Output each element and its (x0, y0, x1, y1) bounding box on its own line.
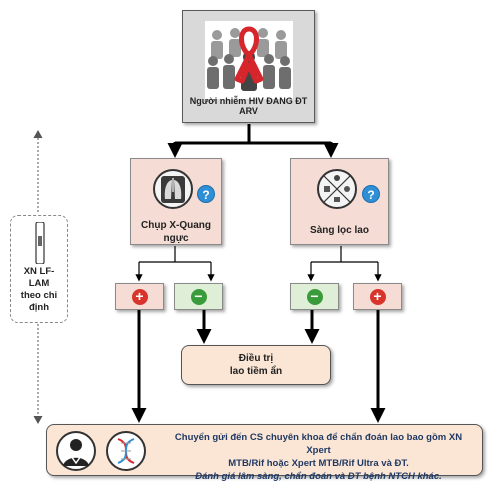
minus-icon: − (306, 288, 323, 305)
tb-screening-box: ? Sàng lọc lao (290, 158, 389, 245)
lf-lam-box: XN LF- LAM theo chỉ định (10, 215, 68, 323)
side-range-line (33, 129, 43, 425)
lf-lam-line3: theo chỉ (20, 290, 58, 301)
hiv-patient-box: Người nhiễm HIV ĐANG ĐT ARV (182, 10, 315, 123)
lf-lam-label: XN LF- LAM theo chỉ định (11, 266, 67, 314)
referral-text: Chuyển gửi đến CS chuyên khoa để chẩn đo… (163, 431, 474, 483)
result-arrows (131, 310, 386, 423)
test-strip-icon (35, 222, 45, 264)
doctor-icon (56, 431, 96, 471)
lf-lam-line1: XN LF- (23, 266, 55, 277)
chest-xray-label: Chụp X-Quang ngực (131, 219, 221, 245)
lungs-icon (153, 169, 193, 209)
chest-xray-label-line1: Chụp X-Quang (141, 220, 211, 231)
treatment-line2: lao tiềm ẩn (229, 366, 283, 377)
screening-help-icon[interactable]: ? (362, 185, 380, 203)
tb-screening-label: Sàng lọc lao (310, 225, 369, 236)
plus-icon: + (131, 288, 148, 305)
referral-line2: MTB/Rif hoặc Xpert MTB/Rif Ultra và ĐT. (228, 458, 409, 469)
latent-tb-treatment-box: Điều trị lao tiềm ẩn (181, 345, 331, 385)
chest-xray-box: ? Chụp X-Quang ngực (130, 158, 222, 245)
hiv-patient-label: Người nhiễm HIV ĐANG ĐT ARV (189, 96, 308, 116)
xray-branch-arrows (135, 246, 215, 282)
referral-box: Chuyển gửi đến CS chuyên khoa để chẩn đo… (46, 424, 483, 482)
treatment-line1: Điều trị (238, 353, 274, 364)
chest-xray-label-line2: ngực (163, 233, 189, 244)
screening-positive-box: + (353, 283, 402, 310)
referral-line1: Chuyển gửi đến CS chuyên khoa để chẩn đo… (174, 432, 463, 456)
referral-line3: Đánh giá lâm sàng, chẩn đoán và ĐT bệnh … (195, 471, 442, 482)
top-branch-arrows (167, 124, 339, 158)
plus-icon: + (369, 288, 386, 305)
screening-branch-arrows (307, 246, 382, 282)
dna-icon (106, 431, 146, 471)
minus-icon: − (190, 288, 207, 305)
xray-positive-box: + (115, 283, 164, 310)
people-ribbon-icon (205, 21, 293, 99)
lf-lam-line4: định (28, 302, 50, 313)
xray-negative-box: − (174, 283, 223, 310)
xray-help-icon[interactable]: ? (197, 185, 215, 203)
screening-negative-box: − (290, 283, 339, 310)
lf-lam-line2: LAM (28, 278, 50, 289)
symptoms-icon (317, 169, 357, 209)
